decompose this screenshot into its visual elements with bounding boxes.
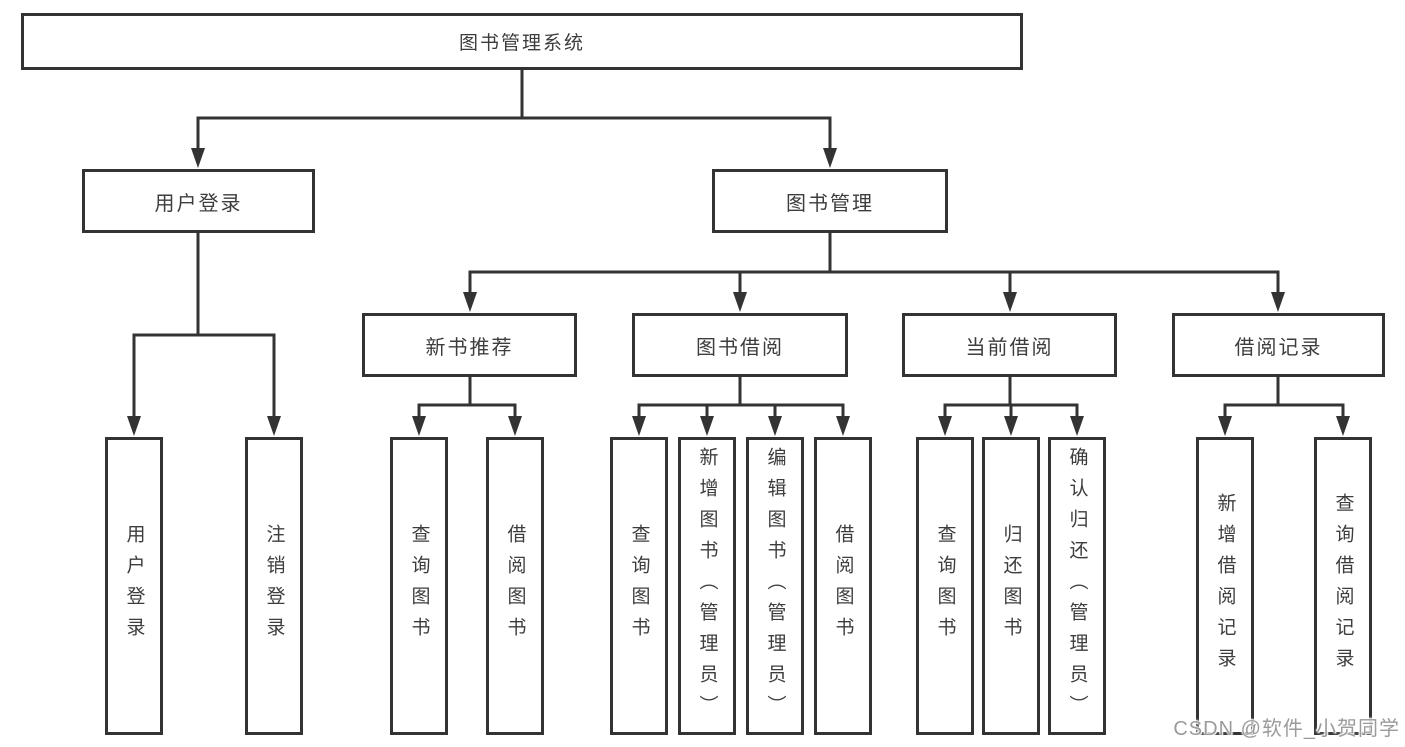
csdn-watermark: CSDN @软件_小贺同学 xyxy=(1173,718,1400,740)
node-label: 借阅图书 xyxy=(832,524,854,648)
node-label: 归还图书 xyxy=(1000,524,1022,648)
node-label: 用户登录 xyxy=(123,524,145,648)
arrowhead xyxy=(1070,416,1084,436)
leaf-add-borrow-record: 新增借阅记录 xyxy=(1196,437,1254,735)
leaf-borrow-book-recommend: 借阅图书 xyxy=(486,437,544,735)
arrowhead xyxy=(768,416,782,436)
leaf-edit-book-admin: 编辑图书（管理员） xyxy=(746,437,804,735)
node-label: 编辑图书（管理员） xyxy=(764,446,786,726)
node-book-management-branch: 图书管理 xyxy=(712,169,948,233)
node-current-borrow: 当前借阅 xyxy=(902,313,1117,377)
node-book-borrow: 图书借阅 xyxy=(632,313,848,377)
leaf-query-book-recommend: 查询图书 xyxy=(390,437,448,735)
node-label: 图书借阅 xyxy=(696,336,784,359)
node-label: 查询图书 xyxy=(934,524,956,648)
connector-book-borrow xyxy=(637,377,845,418)
node-label: 新增借阅记录 xyxy=(1214,493,1236,679)
node-label: 查询图书 xyxy=(628,524,650,648)
arrowhead xyxy=(938,416,952,436)
node-label: 当前借阅 xyxy=(965,336,1054,359)
arrowhead xyxy=(1336,416,1350,436)
node-label: 确认归还（管理员） xyxy=(1066,446,1088,726)
connector-root-to-level2 xyxy=(196,69,832,150)
arrowhead xyxy=(463,292,477,312)
node-root-system: 图书管理系统 xyxy=(21,13,1023,70)
leaf-logout: 注销登录 xyxy=(245,437,303,735)
arrowhead xyxy=(1218,416,1232,436)
node-label: 借阅记录 xyxy=(1234,336,1323,359)
leaf-query-book-current: 查询图书 xyxy=(916,437,974,735)
node-label: 新增图书（管理员） xyxy=(696,446,718,726)
leaf-return-book: 归还图书 xyxy=(982,437,1040,735)
arrowhead xyxy=(632,416,646,436)
node-label: 用户登录 xyxy=(154,192,243,215)
leaf-query-borrow-record: 查询借阅记录 xyxy=(1314,437,1372,735)
node-borrow-records: 借阅记录 xyxy=(1172,313,1385,377)
arrowhead xyxy=(1003,292,1017,312)
leaf-borrow-book: 借阅图书 xyxy=(814,437,872,735)
node-label: 图书管理系统 xyxy=(458,33,585,54)
node-label: 借阅图书 xyxy=(504,524,526,648)
node-new-book-recommend: 新书推荐 xyxy=(362,313,577,377)
arrowhead xyxy=(267,416,281,436)
leaf-query-book-borrow: 查询图书 xyxy=(610,437,668,735)
arrowhead xyxy=(700,416,714,436)
node-label: 查询借阅记录 xyxy=(1332,493,1354,679)
arrowhead xyxy=(127,416,141,436)
arrowhead xyxy=(412,416,426,436)
connector-borrow-records xyxy=(1223,377,1345,418)
arrowhead xyxy=(1004,416,1018,436)
node-user-login-branch: 用户登录 xyxy=(82,169,315,233)
arrowhead xyxy=(823,148,837,168)
connector-new-book-recommend xyxy=(417,377,517,418)
leaf-add-book-admin: 新增图书（管理员） xyxy=(678,437,736,735)
node-label: 新书推荐 xyxy=(425,336,514,359)
node-label: 注销登录 xyxy=(263,524,285,648)
connector-user-login-branch xyxy=(132,233,276,418)
node-label: 查询图书 xyxy=(408,524,430,648)
connector-book-management-to-level3 xyxy=(468,233,1280,294)
node-label: 图书管理 xyxy=(786,192,874,215)
arrowhead xyxy=(191,148,205,168)
leaf-user-login: 用户登录 xyxy=(105,437,163,735)
arrowhead xyxy=(836,416,850,436)
arrowhead xyxy=(1271,292,1285,312)
arrowhead xyxy=(733,292,747,312)
leaf-confirm-return-admin: 确认归还（管理员） xyxy=(1048,437,1106,735)
arrowhead xyxy=(508,416,522,436)
connector-current-borrow xyxy=(943,377,1079,418)
